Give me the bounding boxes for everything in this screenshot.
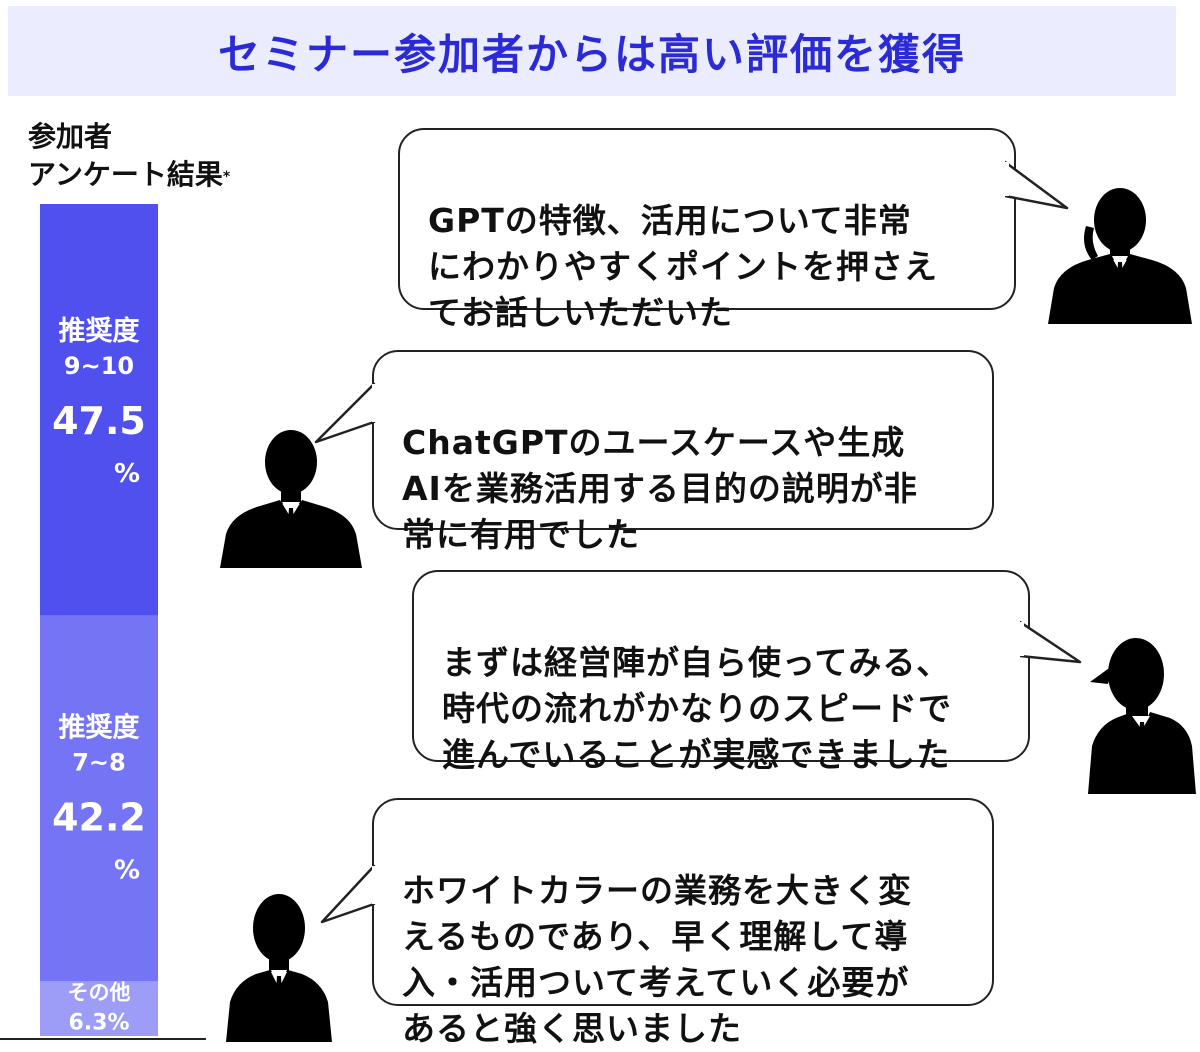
stacked-bar-chart: 推奨度 9~10 47.5% 推奨度 7~8 42.2% その他 6.3% [0,204,206,1040]
businessman-phone-silhouette-icon [1048,188,1192,324]
footnote-mark: * [222,169,231,185]
bar-segment-1 [40,204,158,616]
businessman-silhouette-icon [226,894,332,1042]
segment-value-3: 6.3% [68,1010,129,1035]
bubble-tail-4 [320,864,378,924]
comment-bubble-2: ChatGPTのユースケースや生成 AIを業務活用する目的の説明が非 常に有用で… [372,350,994,554]
title-banner: セミナー参加者からは高い評価を獲得 [8,6,1176,96]
comment-bubble-4: ホワイトカラーの業務を大きく変 えるものであり、早く理解して導 入・活用ついて考… [372,798,994,1048]
segment-name-2: 7~8 [72,748,126,776]
segment-value-2: 42.2 [52,795,146,839]
businessman-glasses-silhouette-icon [1088,638,1196,794]
comment-text-2: ChatGPTのユースケースや生成 AIを業務活用する目的の説明が非 常に有用で… [402,423,918,554]
page-title: セミナー参加者からは高い評価を獲得 [217,29,966,79]
comment-bubble-1: GPTの特徴、活用について非常 にわかりやすくポイントを押さえ てお話しいただい… [398,128,1016,332]
segment-value-1: 47.5 [52,399,146,443]
survey-label-line2: アンケート結果 [28,158,223,191]
segment-name-1: 9~10 [64,352,134,380]
bubble-tail-2 [314,382,378,444]
businessman-silhouette-icon [220,430,362,568]
bubble-tail-3 [1020,620,1082,664]
comment-text-4: ホワイトカラーの業務を大きく変 えるものであり、早く理解して導 入・活用ついて考… [402,871,912,1048]
comment-text-3: まずは経営陣が自ら使ってみる、 時代の流れがかなりのスピードで 進んでいることが… [442,643,952,774]
comment-text-1: GPTの特徴、活用について非常 にわかりやすくポイントを押さえ てお話しいただい… [428,201,938,332]
survey-label: 参加者 アンケート結果* [28,118,230,194]
bar-segment-2 [40,615,158,982]
bubble-tail-1 [1005,160,1069,210]
comment-bubble-3: まずは経営陣が自ら使ってみる、 時代の流れがかなりのスピードで 進んでいることが… [412,570,1030,774]
segment-unit-2: % [114,855,140,885]
bar-segment-3 [40,981,158,1036]
segment-name-2: 推奨度 [59,711,140,743]
survey-label-line1: 参加者 [28,120,113,153]
segment-name-1: 推奨度 [59,315,140,347]
segment-name-3: その他 [68,980,131,1004]
segment-unit-1: % [114,459,140,489]
